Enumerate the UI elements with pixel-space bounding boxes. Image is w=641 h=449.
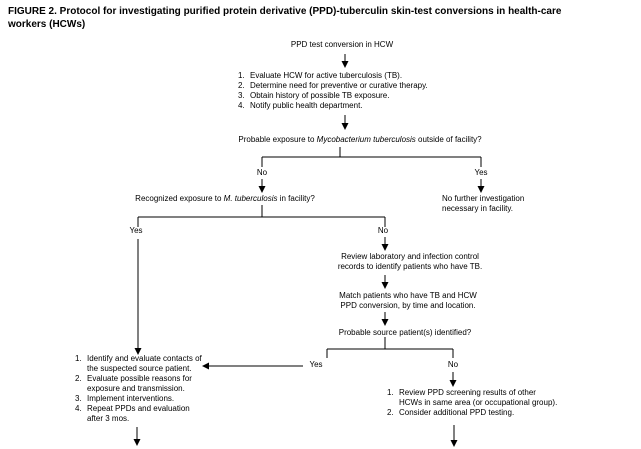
question-text-italic: M. tuberculosis xyxy=(223,194,278,203)
list-item: 2. Consider additional PPD testing. xyxy=(387,408,557,418)
branch2-label-no: No xyxy=(377,226,389,235)
list-item-continuation: exposure and transmission. xyxy=(75,384,202,394)
list-item-continuation: after 3 mos. xyxy=(75,414,202,424)
arrow-down-yes-to-no-further xyxy=(477,179,485,193)
arrow-down-match-to-source-question xyxy=(381,312,389,326)
list-item: 3. Obtain history of possible TB exposure… xyxy=(238,91,428,101)
list-text: after 3 mos. xyxy=(87,414,130,423)
figure-title: FIGURE 2. Protocol for investigating pur… xyxy=(8,5,638,31)
list-text: the suspected source patient. xyxy=(87,364,192,373)
branch-connector-outside xyxy=(261,147,482,167)
arrow-down-start-to-steps xyxy=(341,54,349,68)
node-text-line: necessary in facility. xyxy=(442,204,513,213)
list-text: Notify public health department. xyxy=(250,101,363,110)
arrow-down-no-to-review-lab xyxy=(381,237,389,251)
node-contact-actions: 1. Identify and evaluate contacts of the … xyxy=(75,354,202,424)
list-text: Review PPD screening results of other xyxy=(399,388,536,397)
arrow-down-yes-to-contact-actions xyxy=(134,239,142,355)
node-no-further-investigation: No further investigation necessary in fa… xyxy=(442,194,524,214)
node-start: PPD test conversion in HCW xyxy=(290,40,394,49)
question-text-pre: Recognized exposure to xyxy=(135,194,224,203)
list-number: 2. xyxy=(75,374,82,383)
branch3-label-no: No xyxy=(447,360,459,369)
node-text-line: Review laboratory and infection control xyxy=(341,252,479,261)
figure-title-line1: FIGURE 2. Protocol for investigating pur… xyxy=(8,6,562,17)
arrow-down-no-to-facility-question xyxy=(258,179,266,193)
list-item: 4. Repeat PPDs and evaluation xyxy=(75,404,202,414)
list-item: 4. Notify public health department. xyxy=(238,101,428,111)
branch1-label-yes: Yes xyxy=(474,168,488,177)
list-text: Consider additional PPD testing. xyxy=(399,408,515,417)
arrow-left-yes-to-contact-actions xyxy=(202,362,303,370)
list-item-continuation: the suspected source patient. xyxy=(75,364,202,374)
branch2-label-yes: Yes xyxy=(129,226,143,235)
node-text-line: Match patients who have TB and HCW xyxy=(339,291,477,300)
figure-title-line2: workers (HCWs) xyxy=(8,19,86,30)
question-text-italic: Mycobacterium tuberculosis xyxy=(316,135,416,144)
question-text-post: in facility? xyxy=(277,194,315,203)
arrow-down-review-to-match xyxy=(381,275,389,289)
node-question-exposure-outside: Probable exposure to Mycobacterium tuber… xyxy=(238,135,481,145)
list-item: 2. Evaluate possible reasons for xyxy=(75,374,202,384)
branch-connector-facility xyxy=(137,205,386,227)
list-text: Determine need for preventive or curativ… xyxy=(250,81,428,90)
node-text-line: No further investigation xyxy=(442,194,525,203)
arrow-down-continue-left xyxy=(133,427,141,446)
list-text: Repeat PPDs and evaluation xyxy=(87,404,190,413)
list-text: Implement interventions. xyxy=(87,394,175,403)
list-item: 3. Implement interventions. xyxy=(75,394,202,404)
list-number: 3. xyxy=(238,91,245,100)
list-text: Obtain history of possible TB exposure. xyxy=(250,91,390,100)
node-screening-actions: 1.Review PPD screening results of other … xyxy=(387,388,557,418)
node-review-lab-records: Review laboratory and infection control … xyxy=(338,252,482,272)
list-text: Evaluate possible reasons for xyxy=(87,374,192,383)
list-item: 2. Determine need for preventive or curat… xyxy=(238,81,428,91)
arrow-down-no-to-screening-actions xyxy=(449,372,457,387)
node-initial-steps: 1. Evaluate HCW for active tuberculosis (… xyxy=(238,71,428,111)
branch-connector-source xyxy=(326,337,454,358)
list-number: 4. xyxy=(238,101,245,110)
branch1-label-no: No xyxy=(256,168,268,177)
list-number: 2. xyxy=(387,408,394,417)
list-text: exposure and transmission. xyxy=(87,384,185,393)
list-text: HCWs in same area (or occupational group… xyxy=(399,398,558,407)
node-question-exposure-facility: Recognized exposure to M. tuberculosis i… xyxy=(135,194,315,204)
list-number: 1. xyxy=(75,354,82,363)
node-match-patients: Match patients who have TB and HCW PPD c… xyxy=(339,291,477,311)
question-text-pre: Probable exposure to xyxy=(238,135,317,144)
list-item: 1. Identify and evaluate contacts of xyxy=(75,354,202,364)
list-number: 4. xyxy=(75,404,82,413)
list-number: 2. xyxy=(238,81,245,90)
node-text-line: PPD conversion, by time and location. xyxy=(340,301,476,310)
node-text-line: records to identify patients who have TB… xyxy=(337,262,483,271)
question-text-post: outside of facility? xyxy=(415,135,482,144)
list-item: 1. Review PPD screening results of other xyxy=(387,388,557,398)
list-number: 1. xyxy=(238,71,245,80)
list-item-continuation: HCWs in same area (or occupational group… xyxy=(387,398,557,408)
list-text: Identify and evaluate contacts of xyxy=(87,354,202,363)
list-number: 1. xyxy=(387,388,394,397)
branch3-label-yes: Yes xyxy=(309,360,323,369)
arrow-down-continue-right xyxy=(450,425,458,447)
list-text: Evaluate HCW for active tuberculosis (TB… xyxy=(250,71,403,80)
list-number: 3. xyxy=(75,394,82,403)
arrow-down-steps-to-question xyxy=(341,115,349,130)
node-question-source-identified: Probable source patient(s) identified? xyxy=(338,328,472,337)
list-item: 1. Evaluate HCW for active tuberculosis (… xyxy=(238,71,428,81)
